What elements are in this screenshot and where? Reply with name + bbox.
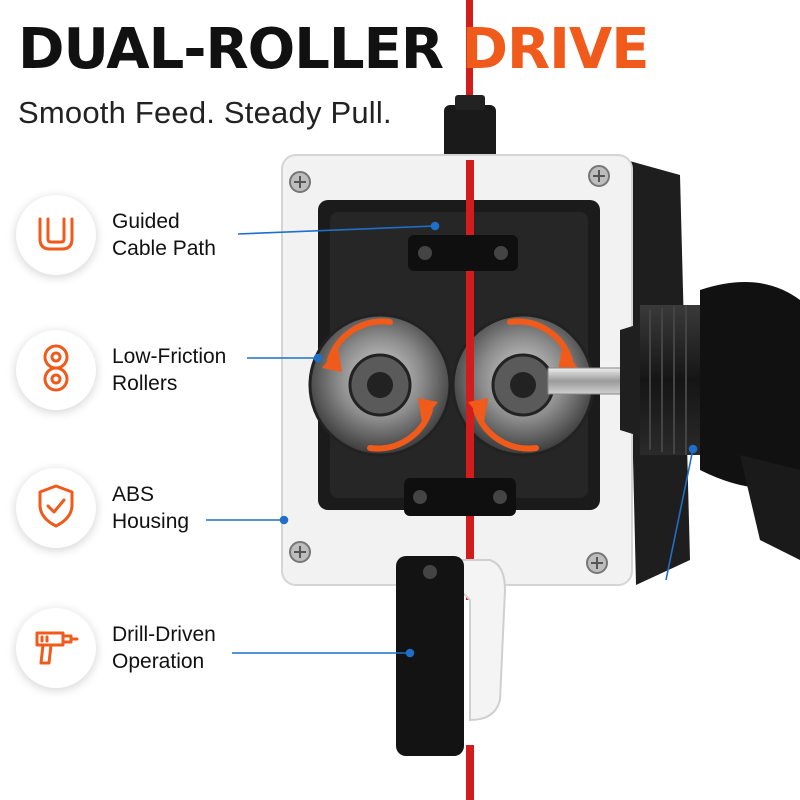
- top-sleeve: [444, 105, 496, 160]
- cable-path-icon: [34, 211, 78, 260]
- feature-label-line1: Drill-Driven: [112, 623, 216, 646]
- screw-icon: [289, 165, 610, 574]
- feature-abs-housing: ABS Housing: [16, 468, 189, 548]
- feature-low-friction-rollers: Low-Friction Rollers: [16, 330, 226, 410]
- left-roller: [308, 313, 452, 457]
- page-subtitle: Smooth Feed. Steady Pull.: [18, 95, 392, 130]
- drill-icon: [33, 625, 79, 672]
- feature-label-line2: Operation: [112, 650, 205, 673]
- rollers-icon: [34, 343, 78, 398]
- feature-label-line1: ABS: [112, 483, 155, 506]
- bottom-guide: [427, 559, 507, 722]
- feature-icon-circle: [16, 330, 96, 410]
- drill-illustration: [547, 282, 800, 560]
- feature-guided-cable-path: Guided Cable Path: [16, 195, 216, 275]
- feature-label-line2: Cable Path: [112, 237, 216, 260]
- bottom-clamp: [404, 478, 516, 516]
- feature-icon-circle: [16, 468, 96, 548]
- feature-label-line2: Housing: [112, 510, 190, 533]
- page-title: DUAL-ROLLER DRIVE: [18, 22, 650, 78]
- rotation-arrows: [327, 318, 573, 452]
- cable-top: [466, 0, 473, 110]
- top-clamp: [408, 235, 518, 271]
- feature-label-line1: Low-Friction: [112, 345, 227, 368]
- callout-lines: [206, 221, 698, 658]
- feature-label-line2: Rollers: [112, 372, 178, 395]
- title-dark-part: DUAL-ROLLER: [18, 17, 444, 82]
- title-accent-part: DRIVE: [461, 17, 649, 82]
- shield-check-icon: [35, 483, 77, 534]
- feature-drill-driven-operation: Drill-Driven Operation: [16, 608, 216, 688]
- feature-icon-circle: [16, 608, 96, 688]
- feature-icon-circle: [16, 195, 96, 275]
- feature-label-line1: Guided: [112, 210, 180, 233]
- bottom-grip: [396, 556, 464, 756]
